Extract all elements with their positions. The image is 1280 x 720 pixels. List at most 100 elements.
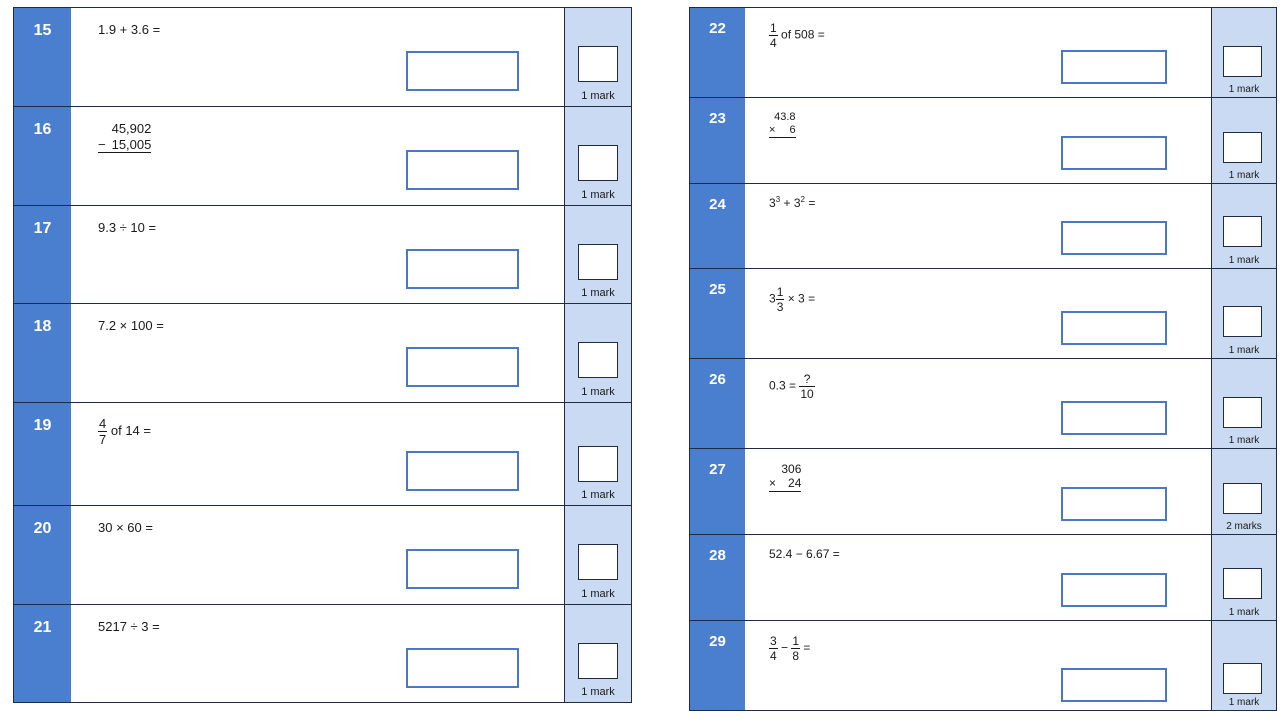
- answer-box-17[interactable]: [406, 249, 519, 289]
- answer-box-24[interactable]: [1061, 221, 1167, 255]
- mark-box-29[interactable]: [1223, 663, 1262, 694]
- mark-cell: 1 mark: [1211, 184, 1276, 268]
- mark-box-27[interactable]: [1223, 483, 1262, 514]
- question-number-cell: 28: [690, 535, 745, 620]
- mark-box-22[interactable]: [1223, 46, 1262, 77]
- fraction-numerator: 1: [791, 634, 801, 649]
- answer-box-28[interactable]: [1061, 573, 1167, 607]
- mixed-whole: 3: [769, 291, 776, 306]
- fraction-numerator: 1: [775, 285, 785, 300]
- question-column-multiplication: 306 ×24: [769, 462, 802, 492]
- question-column-subtraction: 45,902 −15,005: [98, 121, 152, 154]
- answer-box-19[interactable]: [406, 451, 519, 491]
- power-exponent: 3: [775, 195, 781, 204]
- operator-sign: −: [781, 640, 789, 655]
- question-number: 22: [709, 20, 726, 37]
- column-top-number: 45,902: [111, 121, 152, 136]
- question-number-cell: 21: [14, 605, 71, 702]
- question-row-28: 28 52.4 − 6.67 = 1 mark: [690, 535, 1276, 621]
- question-number-cell: 24: [690, 184, 745, 268]
- answer-box-27[interactable]: [1061, 487, 1167, 521]
- operator-sign: +: [783, 196, 791, 210]
- answer-box-23[interactable]: [1061, 136, 1167, 170]
- question-row-18: 18 7.2 × 100 = 1 mark: [14, 304, 631, 403]
- mark-cell: 1 mark: [1211, 621, 1276, 710]
- fraction-denominator: 8: [792, 649, 800, 663]
- mark-label: 1 mark: [1228, 697, 1260, 708]
- mark-cell: 1 mark: [564, 8, 631, 106]
- question-row-26: 26 0.3 = ?10 1 mark: [690, 359, 1276, 449]
- mark-label: 1 mark: [581, 386, 615, 398]
- mark-cell: 1 mark: [564, 605, 631, 702]
- fraction-numerator: 3: [769, 634, 778, 649]
- answer-box-21[interactable]: [406, 648, 519, 688]
- mark-cell: 1 mark: [564, 403, 631, 505]
- mark-box-20[interactable]: [578, 544, 618, 580]
- mark-label: 1 mark: [581, 189, 615, 201]
- power-base: 3: [793, 196, 801, 210]
- mark-cell: 1 mark: [564, 304, 631, 402]
- mark-box-23[interactable]: [1223, 132, 1262, 163]
- question-row-17: 17 9.3 ÷ 10 = 1 mark: [14, 206, 631, 304]
- question-row-23: 23 43.8 ×6 1 mark: [690, 98, 1276, 184]
- mark-label: 1 mark: [1228, 255, 1260, 266]
- answer-box-18[interactable]: [406, 347, 519, 387]
- mark-box-26[interactable]: [1223, 397, 1262, 428]
- answer-box-25[interactable]: [1061, 311, 1167, 345]
- fraction-denominator: 4: [770, 36, 777, 50]
- fraction-numerator: 1: [769, 21, 778, 36]
- question-number: 26: [709, 371, 726, 388]
- question-number: 15: [33, 22, 52, 39]
- operator-sign: ×: [769, 124, 776, 137]
- question-number: 19: [33, 417, 52, 434]
- answer-box-26[interactable]: [1061, 401, 1167, 435]
- mark-cell: 1 mark: [1211, 535, 1276, 620]
- answer-box-22[interactable]: [1061, 50, 1167, 84]
- mark-label: 1 mark: [1228, 84, 1260, 95]
- question-number: 29: [709, 633, 726, 650]
- mark-box-15[interactable]: [578, 46, 618, 82]
- question-number: 25: [709, 281, 726, 298]
- answer-box-16[interactable]: [406, 150, 519, 190]
- question-row-20: 20 30 × 60 = 1 mark: [14, 506, 631, 605]
- mark-box-16[interactable]: [578, 145, 618, 181]
- mark-box-18[interactable]: [578, 342, 618, 378]
- answer-box-20[interactable]: [406, 549, 519, 589]
- question-row-24: 24 33 + 32 = 1 mark: [690, 184, 1276, 269]
- operator-sign: −: [98, 136, 106, 152]
- fraction-denominator: 4: [770, 649, 777, 663]
- answer-box-15[interactable]: [406, 51, 519, 91]
- question-number: 24: [709, 196, 726, 213]
- mark-label: 1 mark: [581, 287, 615, 299]
- question-number-cell: 18: [14, 304, 71, 402]
- mark-label: 1 mark: [1228, 345, 1260, 356]
- mark-cell: 1 mark: [564, 206, 631, 303]
- mark-box-24[interactable]: [1223, 216, 1262, 247]
- mark-box-28[interactable]: [1223, 568, 1262, 599]
- mark-box-25[interactable]: [1223, 306, 1262, 337]
- question-suffix: × 3 =: [787, 291, 816, 306]
- question-number-cell: 29: [690, 621, 745, 710]
- power-exponent: 2: [800, 195, 805, 204]
- mark-label: 1 mark: [1228, 607, 1260, 618]
- question-row-15: 15 1.9 + 3.6 = 1 mark: [14, 8, 631, 107]
- mark-label: 1 mark: [581, 90, 615, 102]
- operator-sign: ×: [769, 476, 777, 491]
- question-decimal-fraction: 0.3 = ?10: [769, 373, 815, 400]
- question-number-cell: 17: [14, 206, 71, 303]
- mark-box-19[interactable]: [578, 446, 618, 482]
- question-text: 7.2 × 100 =: [98, 318, 164, 333]
- answer-box-29[interactable]: [1061, 668, 1167, 702]
- mark-box-17[interactable]: [578, 244, 618, 280]
- question-number: 23: [709, 110, 726, 127]
- mark-box-21[interactable]: [578, 643, 618, 679]
- question-suffix: of 14 =: [110, 422, 151, 438]
- mark-cell: 1 mark: [1211, 269, 1276, 358]
- equals-sign: =: [808, 196, 816, 210]
